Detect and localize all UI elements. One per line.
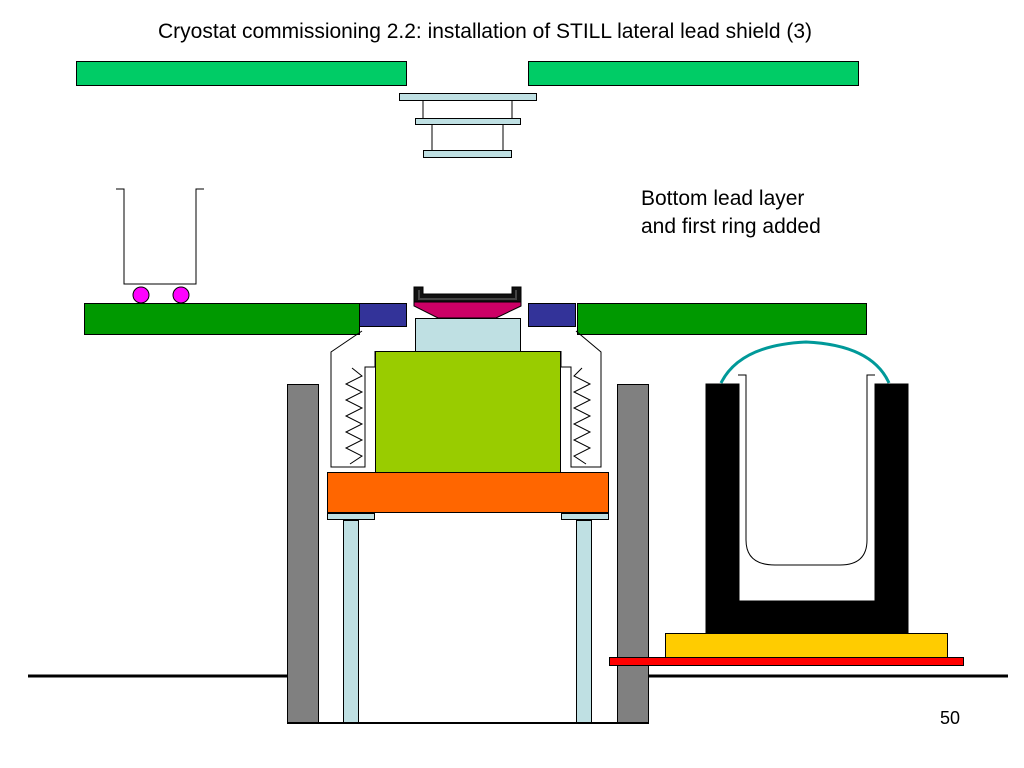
middle-plate-left: [84, 303, 360, 335]
teal-handle: [719, 340, 891, 384]
navy-block-left: [359, 303, 407, 327]
middle-plate-right: [577, 303, 867, 335]
upper-flange-2: [415, 118, 521, 125]
bellows-housing-left: [330, 330, 376, 468]
leg-cap-right: [561, 513, 609, 520]
annotation-line-1: Bottom lead layer: [641, 187, 805, 210]
upper-plate-right: [528, 61, 859, 86]
navy-block-right: [528, 303, 576, 327]
cart-wheel-right: [172, 286, 190, 304]
page-number: 50: [940, 708, 961, 728]
bellows-spring-right: [572, 367, 592, 465]
upper-flange-3: [423, 150, 512, 158]
inner-vessel: [738, 374, 875, 566]
bellows-housing-right: [560, 330, 602, 468]
slide-title: Cryostat commissioning 2.2: installation…: [157, 20, 813, 43]
lead-shield: [705, 383, 909, 634]
annotation-line-2: and first ring added: [641, 215, 821, 238]
upper-plate-left: [76, 61, 407, 86]
bellows-spring-left: [344, 367, 364, 465]
cart-wheel-left: [132, 286, 150, 304]
upper-flange-1: [399, 93, 537, 101]
leg-cap-left: [327, 513, 375, 520]
orange-plate: [327, 472, 609, 513]
magenta-trapezoid: [413, 301, 522, 319]
black-cup-inner: [418, 290, 517, 300]
annotation: Bottom lead layer and first ring added: [641, 185, 821, 241]
gray-wall-right: [617, 384, 649, 723]
gray-wall-left: [287, 384, 319, 723]
cart-bucket: [116, 188, 204, 285]
